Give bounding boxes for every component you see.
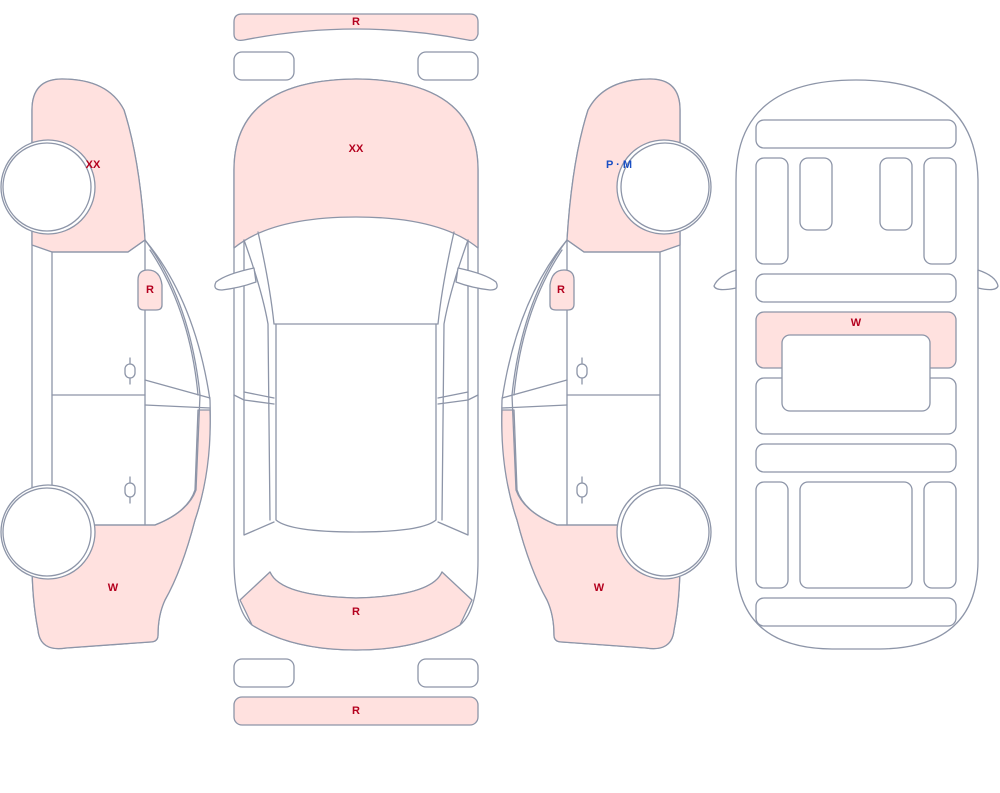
front-left-seat-side[interactable] xyxy=(755,157,789,265)
left-belt-line-lower xyxy=(144,404,211,409)
right-door-seam xyxy=(437,394,479,405)
top-left-mirror[interactable] xyxy=(214,267,257,291)
right-front-wheel[interactable] xyxy=(620,142,710,232)
right-rear-quarter-panel[interactable] xyxy=(501,409,681,650)
rear-bench-panel[interactable] xyxy=(755,443,957,473)
rear-bumper-top-label: R xyxy=(352,606,360,618)
left-side-line xyxy=(243,239,275,536)
left-side-view xyxy=(0,78,211,650)
left-rear-quarter-label: W xyxy=(108,582,119,594)
interior-right-mirror[interactable] xyxy=(977,269,999,291)
interior-view xyxy=(713,79,999,650)
center-console-panel[interactable] xyxy=(781,334,931,412)
left-rear-quarter-panel[interactable] xyxy=(31,409,211,650)
right-door-area xyxy=(511,239,661,526)
left-window-curve xyxy=(149,249,199,396)
right-rear-door-handle[interactable] xyxy=(576,476,588,504)
rear-bumper-panel[interactable] xyxy=(233,696,479,726)
left-rear-wheel[interactable] xyxy=(2,487,92,577)
cargo-area-panel[interactable] xyxy=(799,481,913,589)
right-front-door-handle[interactable] xyxy=(576,357,588,385)
rear-bumper-top-panel[interactable] xyxy=(239,571,473,651)
right-mirror-panel[interactable] xyxy=(549,269,575,311)
top-view xyxy=(214,13,498,726)
right-front-fender-label: P · M xyxy=(606,159,632,171)
front-bench-panel[interactable] xyxy=(755,273,957,303)
left-mirror-label: R xyxy=(146,284,154,296)
roof-rail-panel[interactable] xyxy=(233,13,479,42)
trunk-panel[interactable] xyxy=(755,597,957,627)
left-front-fender-label: XX xyxy=(86,159,101,171)
left-front-wheel[interactable] xyxy=(2,142,92,232)
right-pillar-tick xyxy=(437,391,469,399)
a-pillar-right xyxy=(441,239,469,521)
front-right-pad[interactable] xyxy=(417,51,479,81)
right-side-view xyxy=(501,78,712,650)
left-rear-door-handle[interactable] xyxy=(124,476,136,504)
left-door-seam xyxy=(233,394,275,405)
interior-middle-panel-label: W xyxy=(851,317,862,329)
left-pillar-tick xyxy=(243,391,275,399)
rear-bumper-label: R xyxy=(352,705,360,717)
interior-left-mirror[interactable] xyxy=(713,269,737,291)
right-mirror-label: R xyxy=(557,284,565,296)
front-right-seat[interactable] xyxy=(879,157,913,231)
left-belt-line-upper xyxy=(144,379,211,399)
roof-outline xyxy=(275,323,437,533)
front-left-pad[interactable] xyxy=(233,51,295,81)
left-door-area xyxy=(51,239,201,526)
right-belt-line-lower xyxy=(501,404,568,409)
top-right-mirror[interactable] xyxy=(455,267,498,291)
right-belt-line-upper xyxy=(501,379,568,399)
hood-panel[interactable] xyxy=(233,78,479,249)
right-rear-quarter-label: W xyxy=(594,582,605,594)
left-front-door-handle[interactable] xyxy=(124,357,136,385)
hood-label: XX xyxy=(349,143,364,155)
rear-right-pad[interactable] xyxy=(417,658,479,688)
right-window-curve xyxy=(513,249,563,396)
right-side-line xyxy=(437,239,469,536)
damage-labels: R XX R R XX R W P · M R W W xyxy=(86,16,862,717)
rear-left-pad[interactable] xyxy=(233,658,295,688)
windshield-outline xyxy=(257,231,455,325)
rear-left-seat[interactable] xyxy=(755,481,789,589)
dashboard-panel[interactable] xyxy=(755,119,957,149)
front-left-seat[interactable] xyxy=(799,157,833,231)
front-right-seat-side[interactable] xyxy=(923,157,957,265)
rear-right-seat[interactable] xyxy=(923,481,957,589)
left-mirror-panel[interactable] xyxy=(137,269,163,311)
roof-rail-label: R xyxy=(352,16,360,28)
a-pillar-left xyxy=(243,239,271,521)
right-rear-wheel[interactable] xyxy=(620,487,710,577)
